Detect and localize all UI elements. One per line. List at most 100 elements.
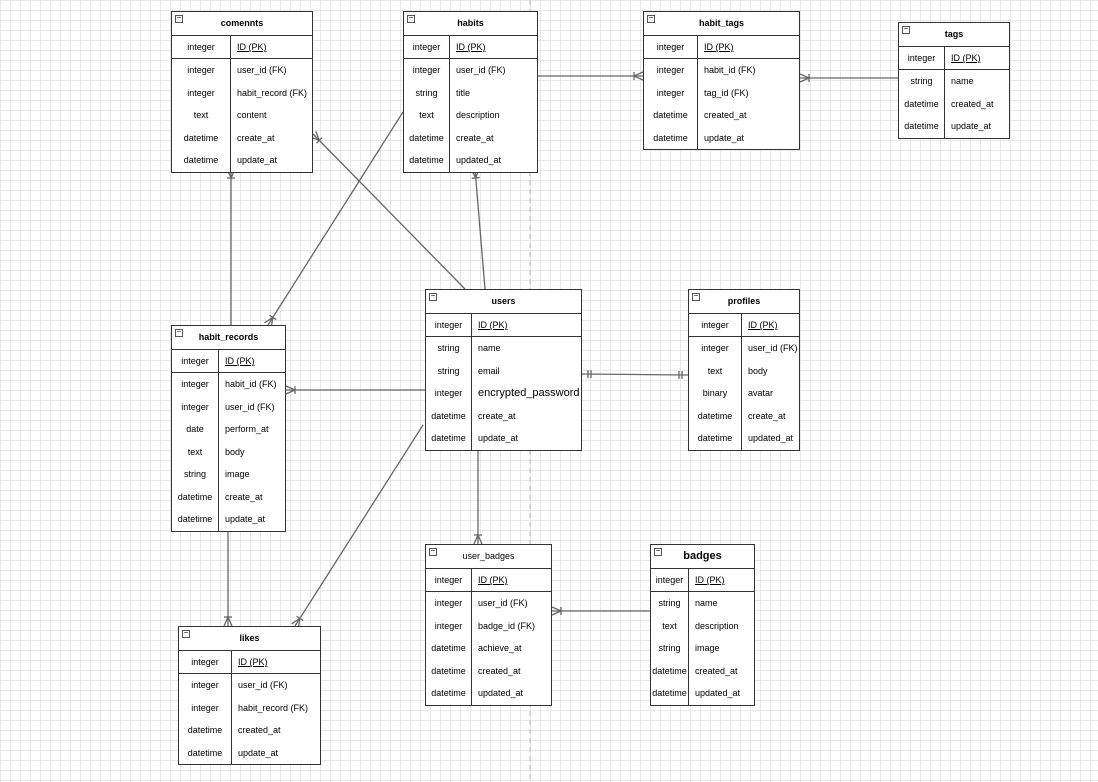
field-name: habit_id (FK) bbox=[704, 65, 756, 75]
collapse-icon[interactable]: − bbox=[692, 291, 700, 301]
field-name: update_at bbox=[225, 514, 266, 524]
collapse-icon[interactable]: − bbox=[175, 327, 183, 337]
field-type: string bbox=[426, 337, 472, 360]
field-type: datetime bbox=[426, 404, 472, 427]
field-name: body bbox=[225, 446, 245, 457]
field-row[interactable]: text body bbox=[172, 440, 285, 463]
collapse-icon[interactable]: − bbox=[175, 13, 183, 23]
field-type: integer bbox=[172, 36, 231, 58]
relation-line-habits-habit_records bbox=[267, 111, 404, 326]
table-title: habit_records bbox=[198, 332, 259, 342]
collapse-icon[interactable]: − bbox=[429, 546, 437, 556]
field-name: habit_record (FK) bbox=[237, 87, 308, 98]
field-type: integer bbox=[404, 59, 450, 82]
table-title: users bbox=[491, 296, 516, 306]
field-name: email bbox=[478, 365, 500, 376]
field-type: integer bbox=[179, 651, 232, 673]
collapse-icon[interactable]: − bbox=[654, 546, 662, 556]
field-type: integer bbox=[689, 337, 742, 360]
collapse-icon[interactable]: − bbox=[902, 24, 910, 34]
collapse-icon[interactable]: − bbox=[647, 13, 655, 23]
collapse-icon[interactable]: − bbox=[182, 628, 190, 638]
collapse-icon[interactable]: − bbox=[429, 291, 437, 301]
crows-foot-icon bbox=[477, 534, 483, 545]
field-type: datetime bbox=[404, 149, 450, 172]
field-name: encrypted_password bbox=[478, 387, 580, 399]
field-type: text bbox=[172, 440, 219, 463]
field-type: integer bbox=[426, 592, 472, 615]
field-type: string bbox=[172, 463, 219, 486]
collapse-icon[interactable]: − bbox=[407, 13, 415, 23]
field-name: created_at bbox=[951, 98, 994, 109]
